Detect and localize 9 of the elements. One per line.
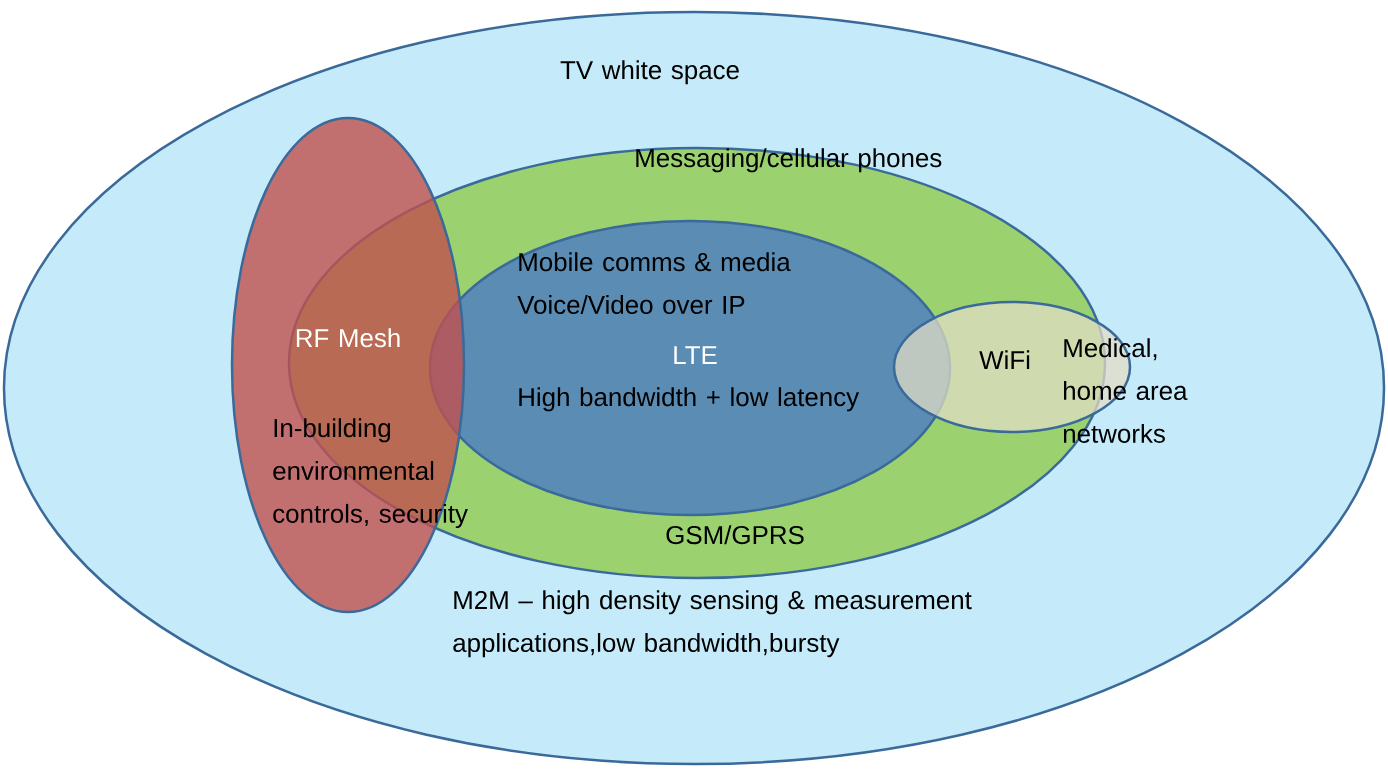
region-label: Messaging/cellular phones <box>636 148 942 173</box>
region-label: TV white space <box>560 60 739 85</box>
region-label: Mobile comms & media Voice/Video over IP <box>517 252 791 315</box>
region-label: LTE <box>674 346 717 364</box>
region-label: WiFi <box>979 350 1030 369</box>
region-label: RF Mesh <box>296 328 400 348</box>
region-label: High bandwidth + low latency <box>519 387 860 412</box>
region-label: GSM/GPRS <box>666 525 804 545</box>
region-label: M2M – high density sensing & measurement applications,low bandwidth,bursty <box>453 590 972 658</box>
